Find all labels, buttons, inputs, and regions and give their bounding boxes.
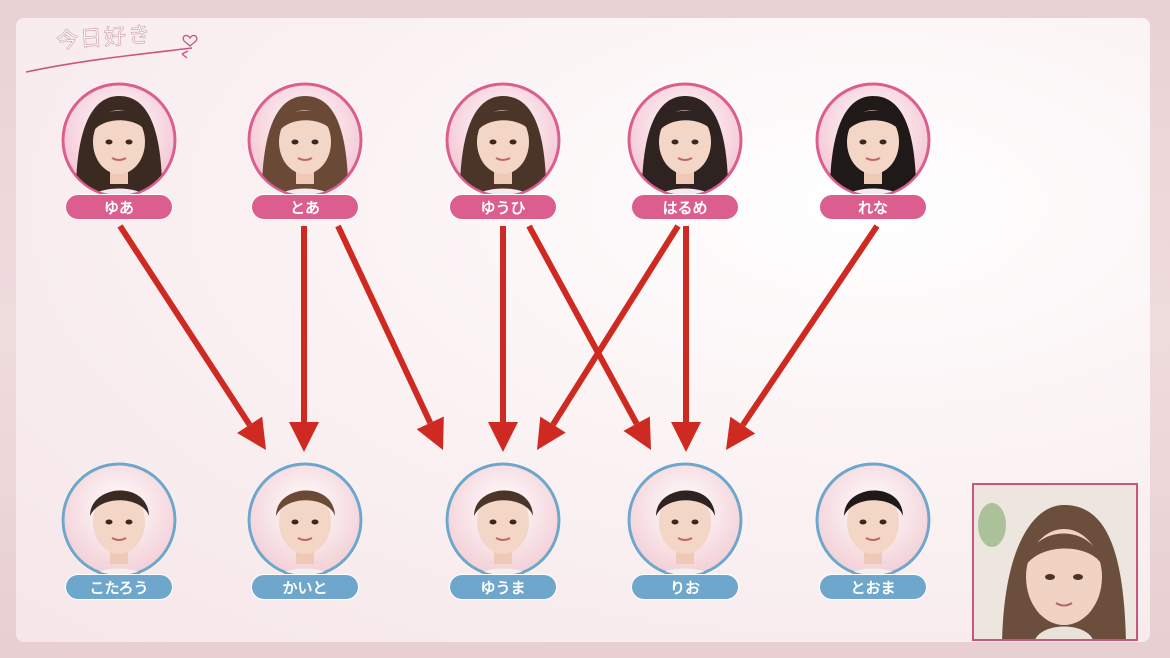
arrow-shaft [117, 224, 253, 427]
logo-underline-heart-icon [25, 34, 198, 73]
arrow-rena-to-rio [726, 224, 880, 450]
arrow-toa-to-yuuma [335, 224, 444, 450]
boy-tooma[interactable]: とおま [806, 458, 940, 600]
name-label: かいと [251, 574, 359, 600]
arrow-shaft [740, 224, 880, 427]
boy-kotarou[interactable]: こたろう [52, 458, 186, 600]
name-label: はるめ [631, 194, 739, 220]
name-label: ゆうま [449, 574, 557, 600]
avatar-portrait-icon [815, 82, 931, 198]
avatar-portrait-icon [247, 82, 363, 198]
name-label: れな [819, 194, 927, 220]
arrow-harume-to-yuuma [537, 224, 681, 450]
name-label: ゆうひ [449, 194, 557, 220]
arrow-head [623, 416, 651, 450]
name-label: りお [631, 574, 739, 600]
girl-yua[interactable]: ゆあ [52, 78, 186, 220]
arrow-head [726, 416, 756, 450]
arrow-yuuhi-to-yuuma [488, 226, 518, 452]
avatar-portrait-icon [445, 82, 561, 198]
boy-rio[interactable]: りお [618, 458, 752, 600]
name-label: とあ [251, 194, 359, 220]
arrow-head [671, 422, 701, 452]
arrow-head [416, 416, 444, 450]
arrow-toa-to-kaito [289, 226, 319, 452]
arrow-shaft [550, 224, 681, 427]
avatar-portrait-icon [247, 462, 363, 578]
avatar-portrait-icon [627, 82, 743, 198]
boy-kaito[interactable]: かいと [238, 458, 372, 600]
arrow-yuuhi-to-rio [526, 224, 651, 450]
name-label: ゆあ [65, 194, 173, 220]
avatar-portrait-icon [61, 82, 177, 198]
arrow-head [488, 422, 518, 452]
girl-yuuhi[interactable]: ゆうひ [436, 78, 570, 220]
avatar-portrait-icon [815, 462, 931, 578]
girl-rena[interactable]: れな [806, 78, 940, 220]
avatar-portrait-icon [627, 462, 743, 578]
picture-in-picture-commentator [972, 483, 1138, 641]
avatar-portrait-icon [61, 462, 177, 578]
arrow-shaft [526, 224, 640, 426]
arrow-head [289, 422, 319, 452]
commentator-portrait-icon [974, 485, 1136, 639]
arrow-head [537, 416, 566, 450]
arrow-head [237, 416, 266, 450]
name-label: とおま [819, 574, 927, 600]
name-label: こたろう [65, 574, 173, 600]
show-logo: 今日好き [22, 8, 202, 78]
arrow-harume-to-rio [671, 226, 701, 452]
girl-toa[interactable]: とあ [238, 78, 372, 220]
girl-harume[interactable]: はるめ [618, 78, 752, 220]
boy-yuuma[interactable]: ゆうま [436, 458, 570, 600]
arrow-shaft [335, 224, 433, 425]
avatar-portrait-icon [445, 462, 561, 578]
arrow-yua-to-kaito [117, 224, 266, 450]
